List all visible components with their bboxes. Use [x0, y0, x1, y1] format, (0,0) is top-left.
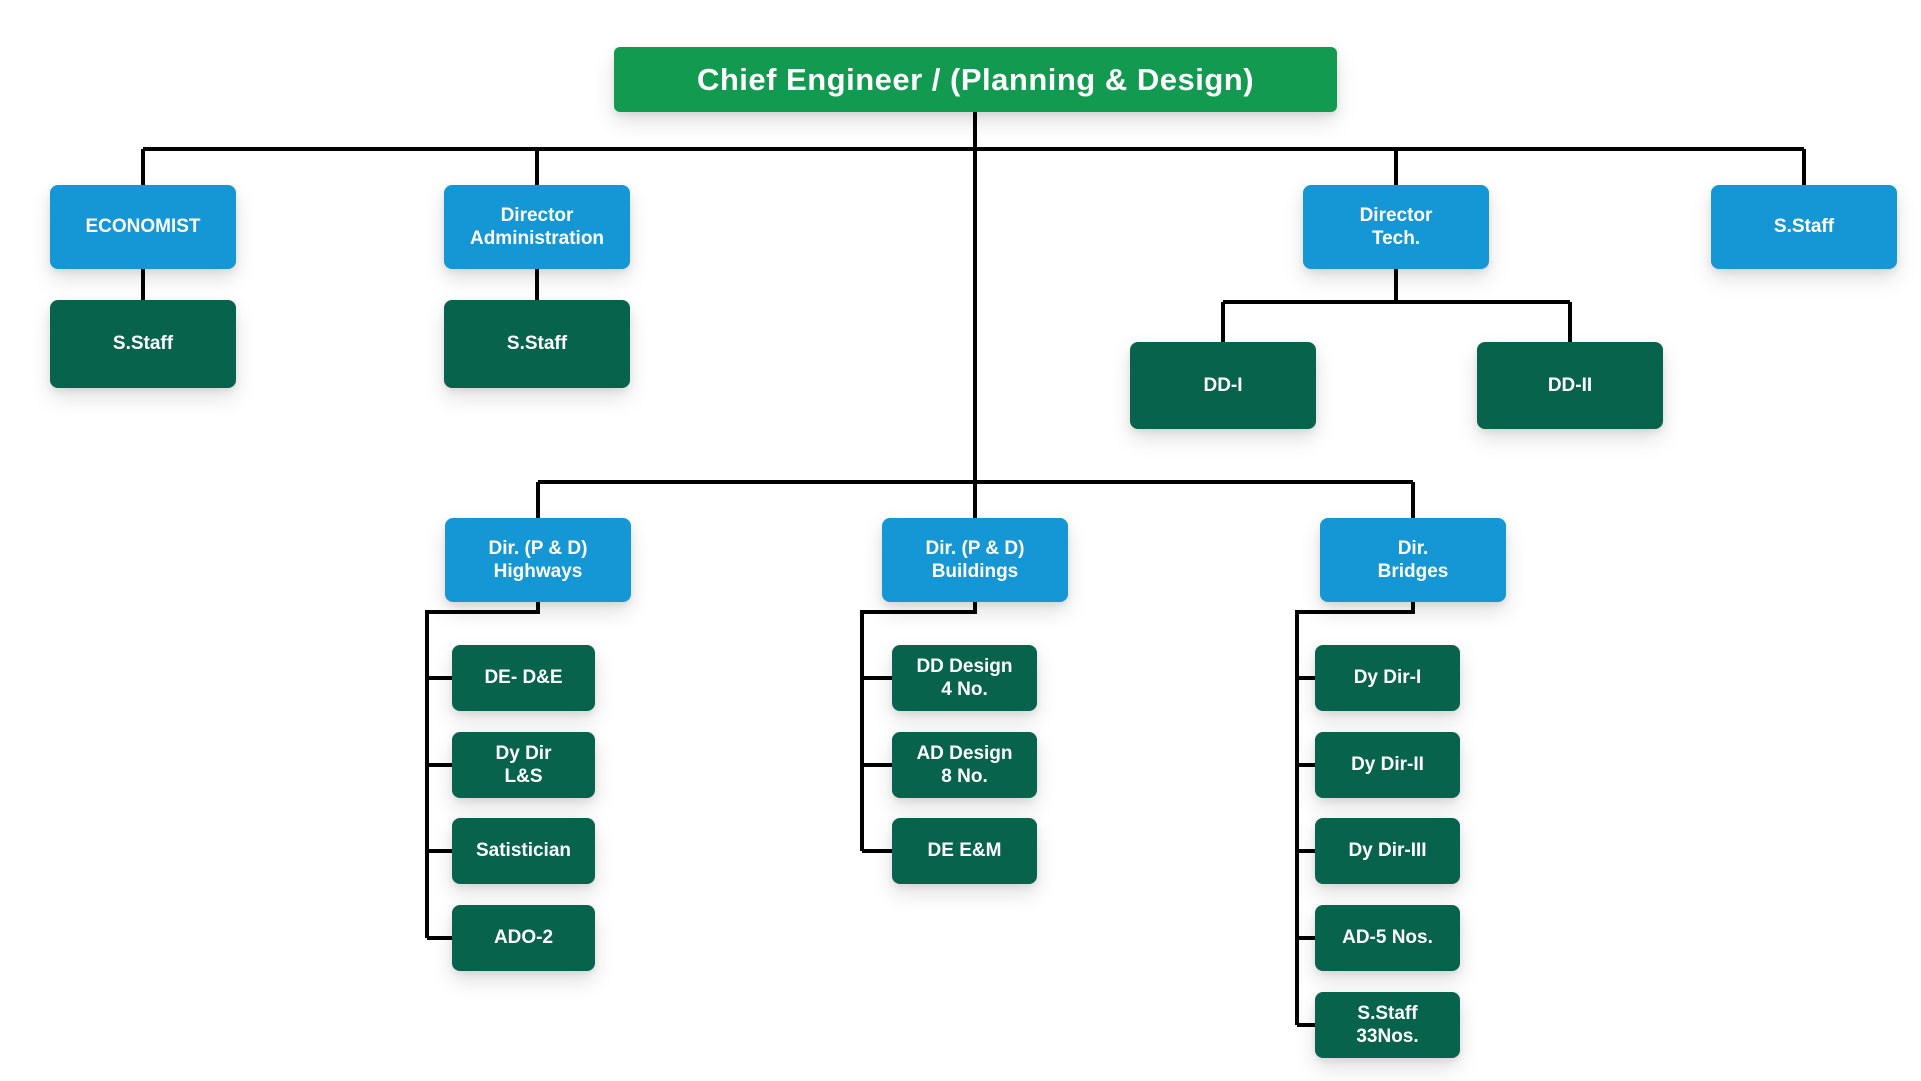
- node-director-administration: Director Administration: [444, 185, 630, 269]
- node-dir-highways: Dir. (P & D) Highways: [445, 518, 631, 602]
- node-ad-design: AD Design 8 No.: [892, 732, 1037, 798]
- node-de-em: DE E&M: [892, 818, 1037, 884]
- node-chief-engineer: Chief Engineer / (Planning & Design): [614, 47, 1337, 112]
- node-ado-2: ADO-2: [452, 905, 595, 971]
- node-director-tech: Director Tech.: [1303, 185, 1489, 269]
- node-satistician: Satistician: [452, 818, 595, 884]
- node-ad-5-nos: AD-5 Nos.: [1315, 905, 1460, 971]
- node-dy-dir-1: Dy Dir-I: [1315, 645, 1460, 711]
- node-economist-s-staff: S.Staff: [50, 300, 236, 388]
- node-economist: ECONOMIST: [50, 185, 236, 269]
- node-dir-bridges: Dir. Bridges: [1320, 518, 1506, 602]
- node-de-de: DE- D&E: [452, 645, 595, 711]
- node-dd-2: DD-II: [1477, 342, 1663, 429]
- node-dy-dir-3: Dy Dir-III: [1315, 818, 1460, 884]
- node-dy-dir-ls: Dy Dir L&S: [452, 732, 595, 798]
- node-admin-s-staff: S.Staff: [444, 300, 630, 388]
- node-dir-buildings: Dir. (P & D) Buildings: [882, 518, 1068, 602]
- node-dy-dir-2: Dy Dir-II: [1315, 732, 1460, 798]
- node-s-staff-33: S.Staff 33Nos.: [1315, 992, 1460, 1058]
- node-dd-1: DD-I: [1130, 342, 1316, 429]
- node-s-staff-top: S.Staff: [1711, 185, 1897, 269]
- node-dd-design: DD Design 4 No.: [892, 645, 1037, 711]
